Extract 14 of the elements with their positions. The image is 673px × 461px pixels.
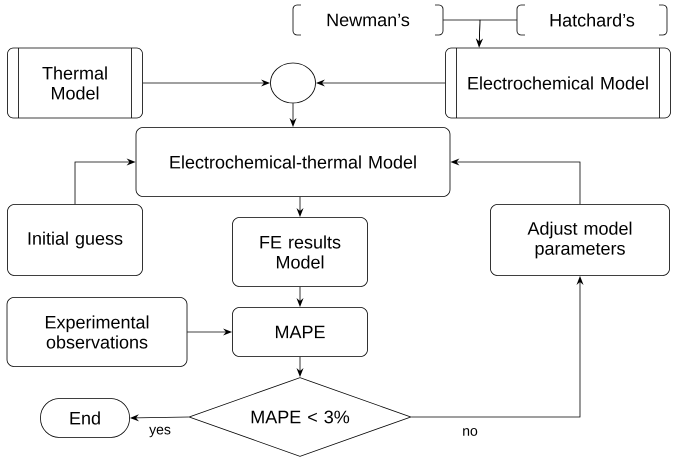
- process-box: Electrochemical Model: [445, 48, 671, 118]
- edge-label: no: [461, 427, 479, 437]
- junction-circle: [270, 62, 316, 104]
- bracket-label: Newman’s: [292, 4, 444, 36]
- rounded-box: Electrochemical-thermal Model: [136, 127, 450, 197]
- rounded-box: FE results Model: [232, 217, 368, 287]
- bracket-label: Hatchard’s: [516, 4, 668, 36]
- rounded-box: Initial guess: [7, 204, 143, 276]
- terminal-box: End: [40, 398, 130, 438]
- process-box: Thermal Model: [7, 48, 143, 118]
- rounded-box: Adjust model parameters: [490, 204, 670, 276]
- edge-label: yes: [148, 426, 172, 438]
- rounded-box: Experimental observations: [6, 297, 188, 367]
- rounded-box: MAPE: [232, 307, 368, 357]
